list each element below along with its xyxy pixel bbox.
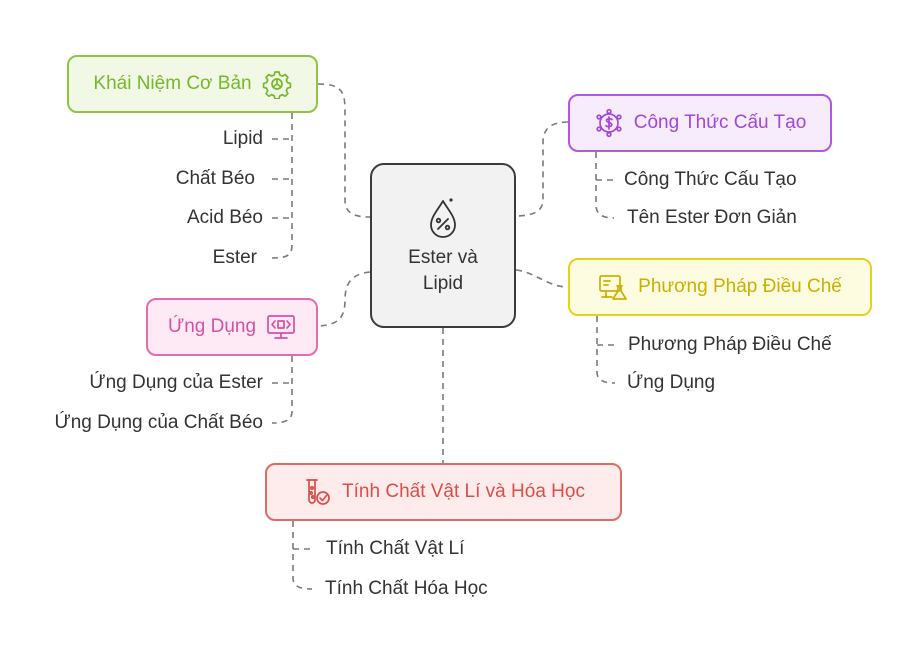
leaf-lipid[interactable]: Lipid bbox=[222, 128, 263, 149]
dollar-hex-icon bbox=[594, 108, 624, 138]
branch-tinh-chat[interactable]: Tính Chất Vật Lí và Hóa Học bbox=[265, 463, 622, 521]
branch-khai-niem-co-ban[interactable]: Khái Niệm Cơ Bản bbox=[67, 55, 318, 113]
leaf-tinh-chat-hoa-hoc[interactable]: Tính Chất Hóa Học bbox=[325, 578, 488, 599]
central-label-line2: Lipid bbox=[422, 272, 464, 294]
branch-ung-dung-label: Ứng Dụng bbox=[167, 316, 257, 337]
central-node-label: Ester và Lipid bbox=[408, 245, 478, 297]
leaf-ester[interactable]: Ester bbox=[212, 247, 257, 268]
leaf-acid-beo[interactable]: Acid Béo bbox=[186, 207, 263, 228]
leaf-chat-beo[interactable]: Chất Béo bbox=[175, 168, 255, 189]
branch-ung-dung[interactable]: Ứng Dụng bbox=[146, 298, 318, 356]
leaf-ung-dung-cua-ester[interactable]: Ứng Dụng của Ester bbox=[89, 372, 263, 393]
central-label-line1: Ester và bbox=[408, 246, 478, 268]
branch-tinh-chat-label: Tính Chất Vật Lí và Hóa Học bbox=[342, 481, 585, 502]
central-node[interactable]: Ester và Lipid bbox=[370, 163, 516, 328]
leaf-phuong-phap-dieu-che[interactable]: Phương Pháp Điều Chế bbox=[628, 334, 832, 355]
branch-phuong-phap-dieu-che[interactable]: Phương Pháp Điều Chế bbox=[568, 258, 872, 316]
branch-cong-thuc-label: Công Thức Cấu Tạo bbox=[633, 112, 807, 133]
leaf-ung-dung-cua-chat-beo[interactable]: Ứng Dụng của Chất Béo bbox=[54, 412, 263, 433]
branch-cong-thuc-cau-tao[interactable]: Công Thức Cấu Tạo bbox=[568, 94, 832, 152]
gear-icon bbox=[262, 69, 292, 99]
leaf-ung-dung[interactable]: Ứng Dụng bbox=[627, 372, 716, 393]
lab-monitor-icon bbox=[598, 272, 628, 302]
leaf-tinh-chat-vat-li[interactable]: Tính Chất Vật Lí bbox=[326, 538, 465, 559]
leaf-ten-ester-don-gian[interactable]: Tên Ester Đơn Giản bbox=[627, 207, 797, 228]
leaf-cong-thuc-cau-tao[interactable]: Công Thức Cấu Tạo bbox=[624, 169, 797, 190]
test-tube-check-icon bbox=[302, 477, 332, 507]
branch-khai-niem-label: Khái Niệm Cơ Bản bbox=[93, 73, 252, 94]
droplet-percent-icon bbox=[423, 195, 463, 239]
branch-phuong-phap-label: Phương Pháp Điều Chế bbox=[638, 276, 842, 297]
code-monitor-icon bbox=[266, 312, 296, 342]
